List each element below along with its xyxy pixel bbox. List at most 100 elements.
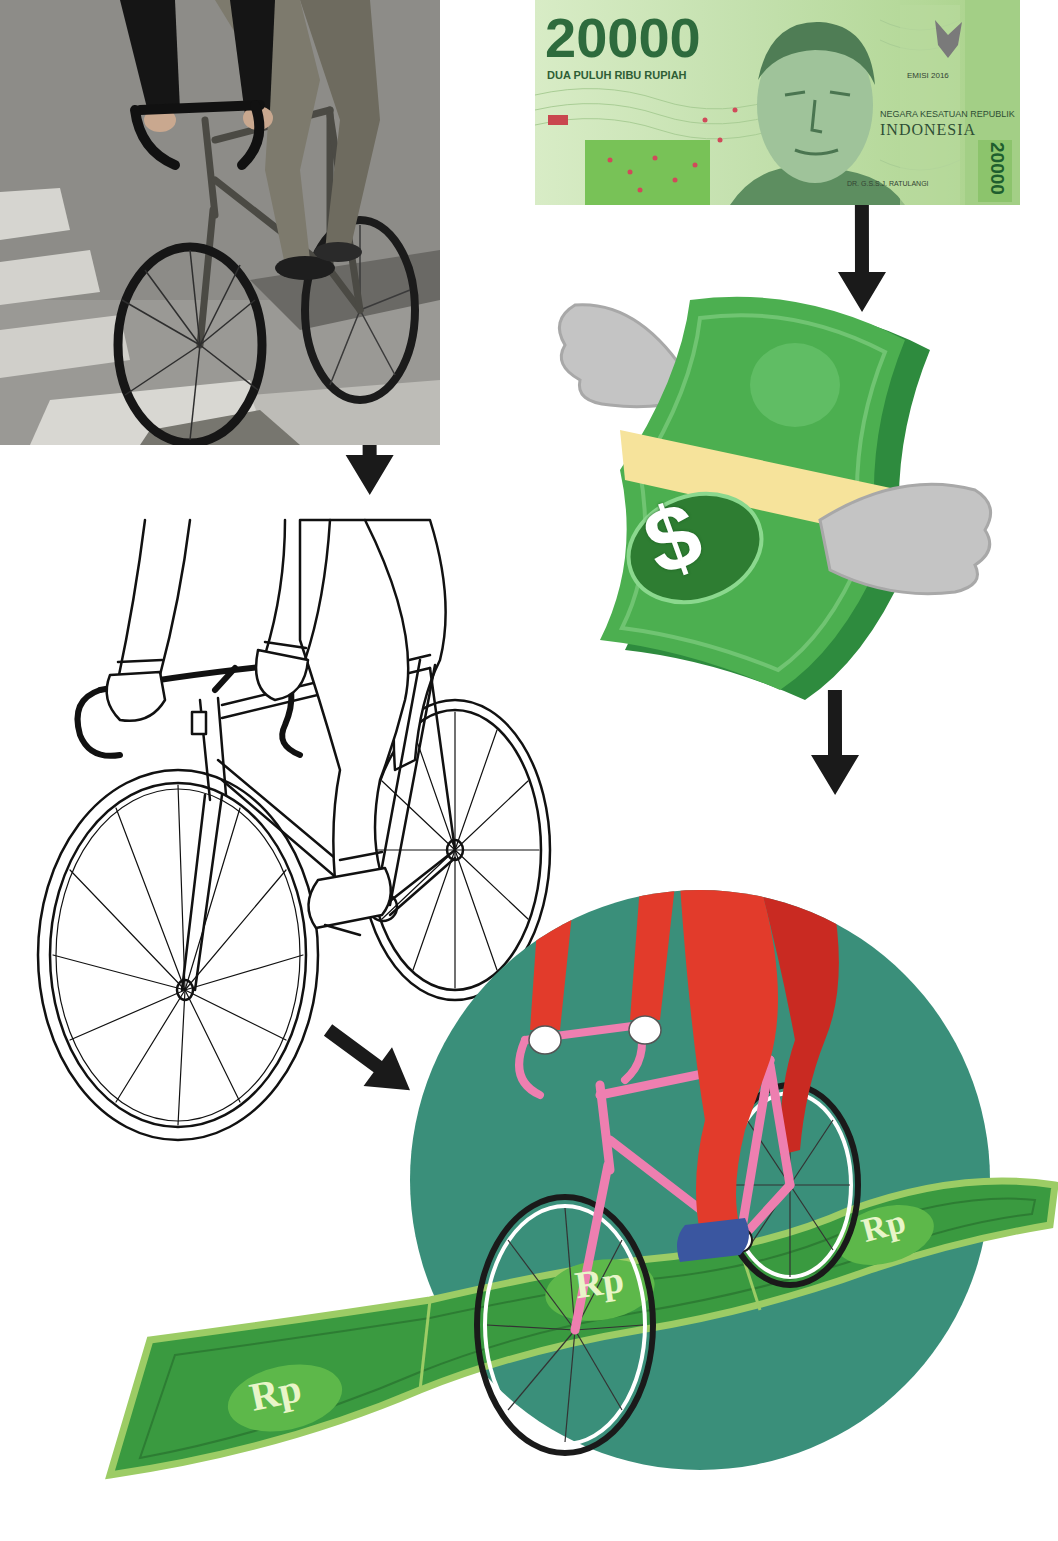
- banknote-illustration: [535, 119, 790, 139]
- line-drawing-illustration: [192, 712, 206, 734]
- cyclist-photo: [140, 105, 260, 110]
- banknote-node: 20000 DUA PULUH RIBU RUPIAH EMISI 2016NEGA…: [535, 0, 1020, 205]
- cyclist-photo: [0, 0, 440, 445]
- banknote-illustration: [965, 0, 1020, 205]
- line-drawing-illustration: [185, 955, 303, 990]
- banknote-illustration: [978, 140, 1012, 202]
- denomination-words: DUA PULUH RIBU RUPIAH: [547, 70, 687, 81]
- line-drawing-illustration: [382, 781, 455, 850]
- money-road-illustration: [420, 1248, 760, 1390]
- cyclist-photo: [314, 242, 362, 262]
- banknote-illustration: [535, 89, 790, 109]
- money-road-illustration: [519, 1025, 642, 1095]
- money-road-illustration: [420, 1300, 430, 1390]
- line-drawing-illustration: [390, 858, 455, 915]
- flying-money-illustration: [820, 484, 991, 593]
- cyclist-photo: [135, 105, 260, 165]
- line-drawing-illustration: [455, 849, 539, 850]
- line-drawing-illustration: [185, 870, 286, 990]
- money-road-illustration: [677, 1218, 749, 1262]
- money-road-illustration: [530, 885, 575, 1030]
- money-road-illustration: [630, 885, 675, 1020]
- line-drawing-illustration: [185, 990, 286, 1040]
- money-road-illustration: [140, 1199, 1035, 1458]
- flow-arrow: [324, 1024, 410, 1090]
- banknote-illustration: [812, 100, 822, 132]
- money-road-illustration: [485, 1206, 645, 1444]
- cyclist-photo: [0, 300, 440, 445]
- line-drawing-illustration: [160, 520, 190, 675]
- line-drawing-illustration: [455, 781, 528, 850]
- flow-arrow: [346, 445, 394, 495]
- money-road-illustration: [487, 1208, 643, 1442]
- cyclist-photo: [122, 250, 258, 440]
- banknote-illustration: [653, 156, 658, 161]
- cyclist-photo: [135, 110, 175, 165]
- cyclist-photo: [0, 0, 440, 445]
- flying-money-illustration: [613, 476, 776, 620]
- money-road-illustration: [790, 1184, 850, 1185]
- country-line: NEGARA KESATUAN REPUBLIK: [880, 110, 1015, 119]
- flying-money-illustration: [559, 297, 990, 700]
- money-road-illustration: [790, 1185, 833, 1250]
- banknote-illustration: [638, 188, 643, 193]
- line-drawing-illustration: [178, 785, 185, 990]
- banknote-illustration: [608, 158, 613, 163]
- cyclist-photo: [330, 310, 360, 385]
- cyclist-photo: [230, 0, 275, 115]
- cyclist-photo: [242, 105, 259, 165]
- line-drawing-illustration: [53, 955, 185, 990]
- cyclist-photo: [0, 250, 100, 305]
- banknote-illustration: [733, 108, 738, 113]
- banknote-illustration: [935, 20, 962, 58]
- country-name: INDONESIA: [880, 122, 976, 138]
- money-road-illustration: [575, 1165, 608, 1330]
- cyclist-photo: [200, 300, 255, 345]
- cyclist-photo: [300, 0, 380, 250]
- money-road-illustration: [110, 1181, 1055, 1475]
- flying-money-illustration: [750, 343, 840, 427]
- dollar-sign: $: [633, 486, 713, 590]
- money-road-illustration: [529, 1026, 561, 1054]
- banknote-illustration: [535, 104, 790, 124]
- line-drawing-illustration: [430, 668, 455, 850]
- cyclist-photo: [205, 120, 215, 215]
- line-drawing-illustration: [118, 660, 162, 662]
- money-road-illustration: [508, 1240, 575, 1330]
- line-drawing-illustration: [385, 850, 455, 905]
- line-drawing-illustration: [182, 795, 205, 990]
- money-road-illustration: [770, 1065, 790, 1185]
- line-drawing-illustration: [371, 849, 455, 850]
- line-drawing-illustration: [455, 850, 497, 970]
- cyclist-photo: [200, 210, 213, 345]
- line-drawing-node: [35, 495, 550, 1030]
- cyclist-photo: [125, 345, 200, 395]
- portrait-name: DR. G.S.S.J. RATULANGI: [847, 180, 929, 187]
- currency-symbol: Rp: [858, 1204, 909, 1248]
- cyclist-photo: [190, 345, 200, 440]
- banknote-illustration: [628, 170, 633, 175]
- line-drawing-illustration: [340, 852, 382, 860]
- money-road-illustration: [575, 1325, 643, 1330]
- flow-arrow: [811, 690, 859, 795]
- flying-money-node: $: [555, 312, 1000, 690]
- money-road-illustration: [575, 1330, 622, 1410]
- line-drawing-illustration: [256, 650, 308, 700]
- line-drawing-illustration: [455, 850, 528, 919]
- currency-symbol: Rp: [246, 1368, 304, 1418]
- photo-panel: [0, 0, 440, 445]
- money-road-illustration: [680, 885, 778, 1233]
- vertical-number: 20000: [988, 142, 1007, 195]
- cyclist-photo: [190, 250, 200, 345]
- flying-money-illustration: [600, 297, 905, 690]
- issue-year: EMISI 2016: [907, 72, 949, 80]
- line-drawing-illustration: [38, 770, 318, 1140]
- flow-arrow: [838, 205, 886, 312]
- line-drawing-illustration: [56, 789, 300, 1121]
- line-drawing-illustration: [455, 730, 497, 850]
- banknote-illustration: [718, 138, 723, 143]
- line-drawing-illustration: [70, 990, 185, 1040]
